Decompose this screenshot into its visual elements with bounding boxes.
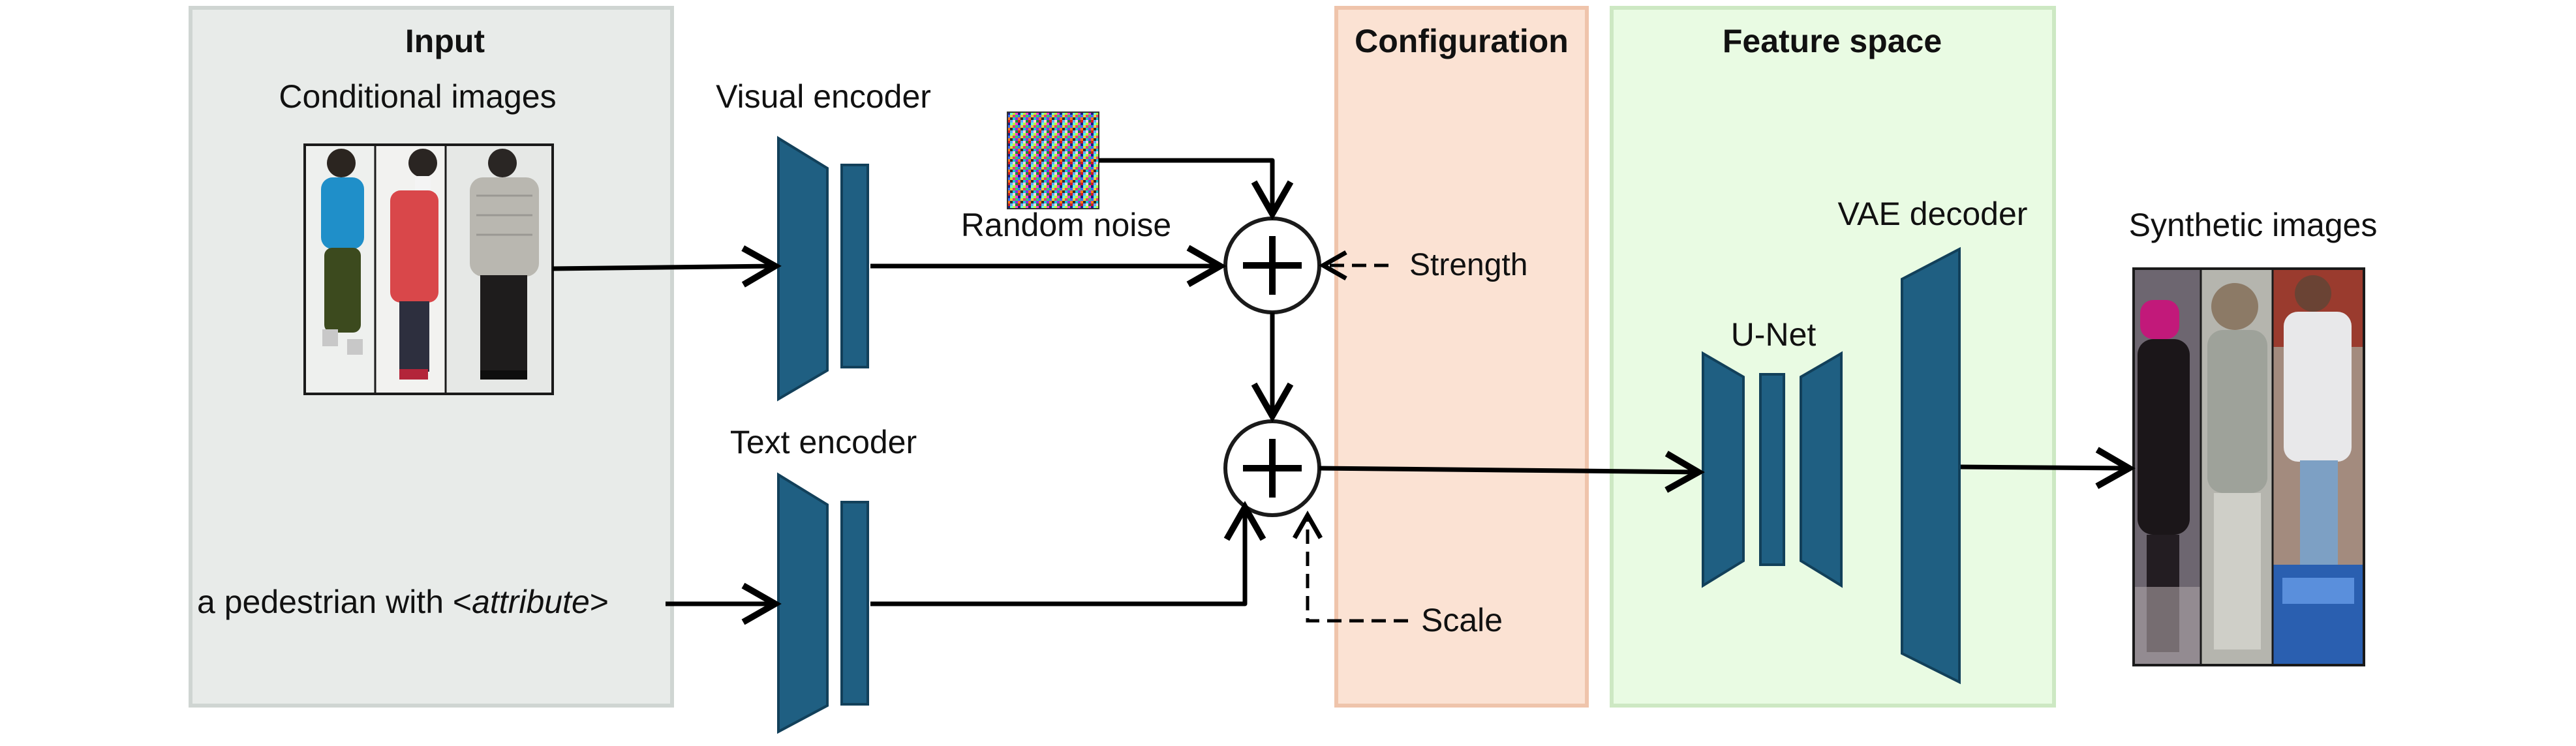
synthetic-image-3 — [2273, 269, 2364, 665]
strength-label: Strength — [1409, 248, 1527, 282]
pedestrian-image-2 — [390, 149, 438, 380]
scale-label: Scale — [1421, 602, 1503, 638]
conditional-images — [303, 143, 554, 395]
unet-label: U-Net — [1731, 316, 1817, 353]
adder-strength — [1223, 216, 1321, 314]
synthetic-images — [2132, 267, 2365, 666]
random-noise-image — [1007, 112, 1099, 209]
text-encoder-label: Text encoder — [730, 424, 917, 460]
visual-encoder-block — [777, 136, 869, 402]
arrow-images-to-visual-encoder — [552, 245, 782, 288]
unet-block — [1702, 351, 1843, 588]
arrow-noise-to-adder — [1099, 158, 1294, 220]
input-title: Input — [405, 23, 485, 59]
configuration-panel — [1334, 6, 1589, 708]
vae-decoder-block — [1901, 246, 1961, 685]
adder-scale — [1223, 419, 1321, 517]
synthetic-image-2 — [2207, 283, 2267, 649]
arrow-text-encoder-to-adder — [870, 501, 1266, 606]
configuration-title: Configuration — [1355, 23, 1569, 59]
arrow-decoder-to-synthetic — [1960, 447, 2136, 489]
text-encoder-block — [777, 472, 869, 734]
random-noise-label: Random noise — [961, 207, 1171, 243]
feature-space-title: Feature space — [1723, 23, 1942, 59]
connectors — [552, 158, 2136, 625]
dashed-connectors — [1292, 250, 1408, 623]
feature-space-panel — [1610, 6, 2056, 708]
visual-encoder-label: Visual encoder — [716, 78, 931, 115]
arrow-adder-to-unet — [1319, 451, 1705, 493]
vae-decoder-label: VAE decoder — [1838, 196, 2028, 232]
pedestrian-image-3 — [470, 149, 539, 380]
arrow-scale-to-adder — [1292, 510, 1408, 623]
prompt-suffix: > — [590, 584, 609, 620]
prompt-prefix: a pedestrian with < — [197, 584, 472, 620]
pedestrian-image-1 — [321, 149, 364, 355]
conditional-images-label: Conditional images — [279, 78, 556, 115]
synthetic-image-1 — [2134, 300, 2201, 665]
prompt-attribute: attribute — [472, 584, 590, 620]
synthetic-images-label: Synthetic images — [2129, 207, 2378, 243]
text-prompt: a pedestrian with <attribute> — [197, 584, 609, 620]
